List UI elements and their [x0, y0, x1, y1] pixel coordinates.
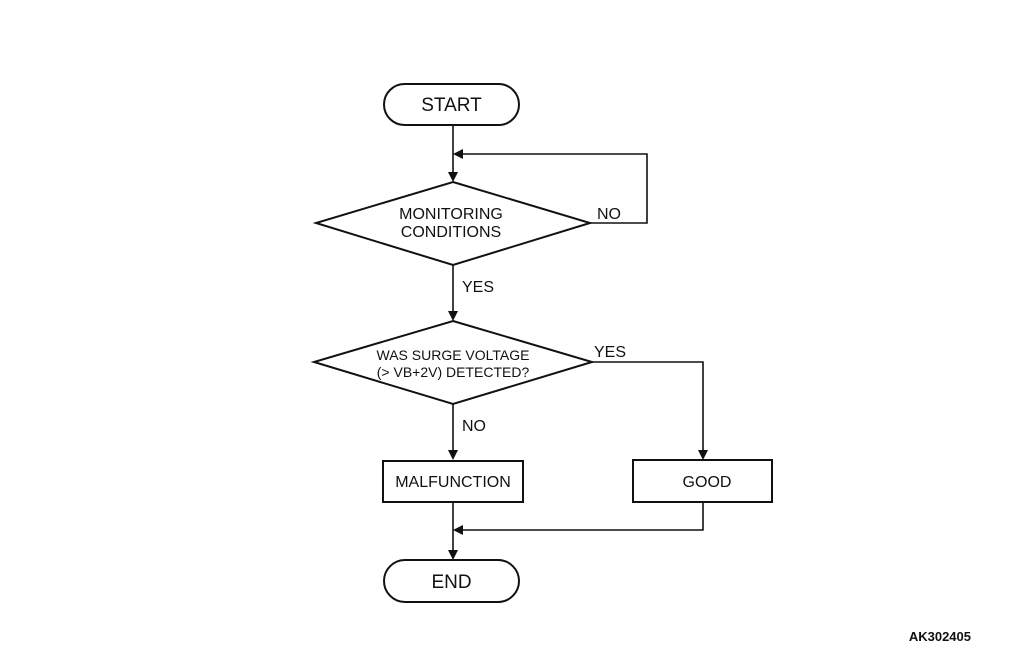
end-node: END	[383, 559, 520, 603]
connector-start-to-monitoring	[448, 125, 458, 182]
connector-monitoring-no-loop	[453, 149, 648, 224]
monitoring-conditions-decision: MONITORING CONDITIONS	[312, 180, 594, 267]
connector-surge-no	[448, 404, 458, 460]
figure-id: AK302405	[909, 629, 971, 644]
surge-no-label: NO	[462, 418, 486, 435]
malfunction-label: MALFUNCTION	[395, 474, 511, 491]
surge-voltage-decision: WAS SURGE VOLTAGE (> VB+2V) DETECTED?	[310, 319, 596, 406]
connector-monitoring-yes	[448, 265, 458, 321]
good-label: GOOD	[683, 474, 732, 491]
start-node: START	[383, 83, 520, 126]
malfunction-node: MALFUNCTION	[382, 460, 524, 503]
start-label: START	[421, 95, 482, 116]
monitoring-line1: MONITORING	[399, 206, 503, 223]
surge-line1: WAS SURGE VOLTAGE	[377, 347, 530, 363]
surge-line2: (> VB+2V) DETECTED?	[377, 364, 530, 380]
monitoring-no-label: NO	[597, 206, 621, 223]
surge-yes-label: YES	[594, 344, 626, 361]
end-label: END	[431, 572, 471, 593]
connector-merge-to-end	[448, 502, 704, 560]
connector-surge-yes	[592, 361, 708, 460]
monitoring-yes-label: YES	[462, 279, 494, 296]
monitoring-line2: CONDITIONS	[401, 224, 501, 241]
good-node: GOOD	[632, 459, 773, 503]
